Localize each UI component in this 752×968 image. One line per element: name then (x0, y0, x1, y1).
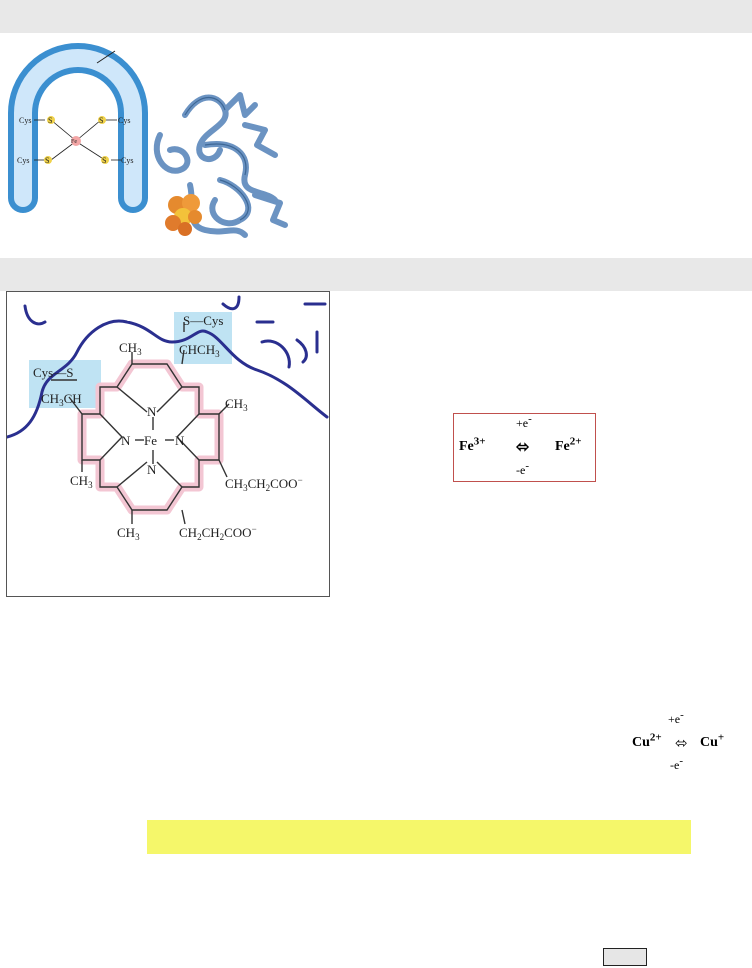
copper-top-label: +e- (668, 709, 684, 727)
n-label: N (147, 404, 157, 419)
svg-text:S—Cys: S—Cys (183, 313, 223, 328)
svg-text:CH3CH: CH3CH (41, 391, 82, 408)
propionate-label: CH (225, 476, 243, 491)
copper-bottom-label: -e- (670, 755, 683, 773)
redox-arrow: ⬄ (516, 439, 530, 456)
cu1-label: Cu+ (700, 731, 725, 750)
iron-sulfur-cluster-diagram: Cys Cys Cys Cys S S S S Fe (7, 43, 148, 213)
n-label: N (175, 433, 185, 448)
s-label: S (99, 116, 103, 125)
svg-text:CHCH3: CHCH3 (179, 342, 220, 359)
fe2-label: Fe2+ (555, 435, 582, 454)
chch3-top: CHCH (179, 342, 215, 357)
svg-text:CH3: CH3 (119, 340, 142, 357)
heme-structure-frame: S—Cys CHCH3 Cys—S CH3CH CH3 CH3 CH3 CH3 … (5, 291, 330, 597)
n-label: N (147, 462, 157, 477)
cys-label: Cys (19, 116, 31, 125)
cys-label: Cys (118, 116, 130, 125)
iron-top-label: +e- (516, 413, 532, 431)
fe3-label: Fe3+ (459, 435, 486, 454)
protein-ribbon-structure (153, 92, 288, 238)
fe-label: Fe (71, 139, 77, 145)
highlight-bar (147, 820, 691, 854)
cu2-label: Cu2+ (632, 731, 662, 750)
s-label: S (102, 156, 106, 165)
ch3-label: CH (117, 525, 135, 540)
svg-text:CH3: CH3 (117, 525, 140, 542)
iron-redox-equation: +e- Fe3+ ⬄ Fe2+ -e- (453, 413, 596, 482)
svg-text:CH3: CH3 (225, 396, 248, 413)
iron-bottom-label: -e- (516, 460, 529, 478)
section-band (0, 258, 752, 291)
s-label: S (48, 116, 52, 125)
svg-text:CH3CH2COO−: CH3CH2COO− (225, 475, 303, 493)
ch3-label: CH (70, 473, 88, 488)
cys-s-left: Cys—S (33, 365, 73, 380)
ch3-label: CH (119, 340, 137, 355)
copper-arrow: ⬄ (675, 736, 688, 752)
s-label: S (45, 156, 49, 165)
cys-label: Cys (121, 156, 133, 165)
small-button[interactable] (603, 948, 647, 966)
svg-text:Cys—S: Cys—S (33, 365, 73, 380)
svg-text:CH3: CH3 (70, 473, 93, 490)
cys-s-top: S—Cys (183, 313, 223, 328)
fe-atom (71, 136, 81, 146)
header-band (0, 0, 752, 33)
ch3-label: CH (225, 396, 243, 411)
ch3ch-left: CH (41, 391, 59, 406)
fe-center-label: Fe (144, 433, 157, 448)
cys-label: Cys (17, 156, 29, 165)
propionate-label: CH (179, 525, 197, 540)
copper-redox-equation: +e- Cu2+ ⬄ Cu+ -e- (630, 710, 748, 780)
heme-diagram: S—Cys CHCH3 Cys—S CH3CH CH3 CH3 CH3 CH3 … (5, 295, 329, 542)
n-label: N (121, 433, 131, 448)
svg-text:CH2CH2COO−: CH2CH2COO− (179, 524, 257, 542)
